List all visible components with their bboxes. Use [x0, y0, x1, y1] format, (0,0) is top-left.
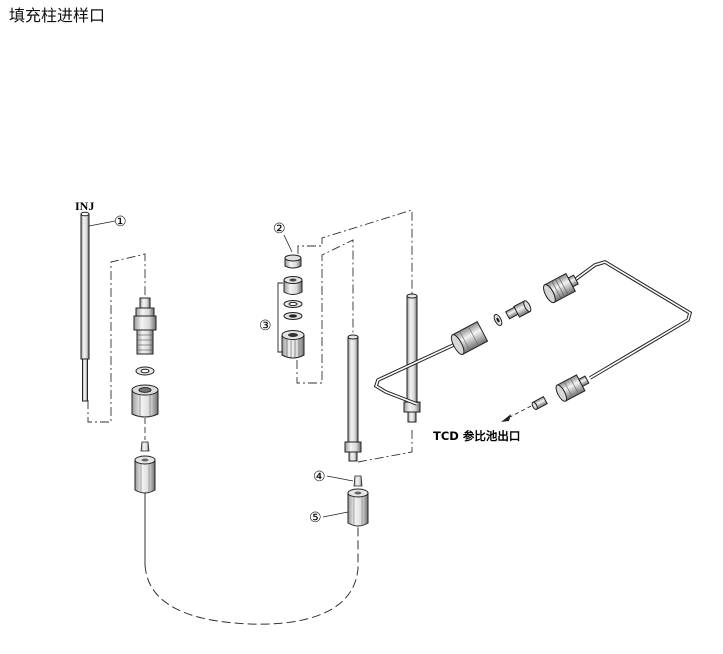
- tcd-outlet-label: TCD 参比池出口: [433, 429, 520, 443]
- outlet-tubing: [373, 260, 693, 406]
- washer-part: [135, 366, 155, 376]
- outlet-arrow-icon: [501, 414, 511, 422]
- ferrule-part: [140, 441, 150, 452]
- leader-line: [283, 234, 293, 253]
- page-title: 填充柱进样口: [9, 6, 106, 25]
- injection-port-body-part: [344, 334, 362, 462]
- ferrule-part: [353, 475, 363, 487]
- injector-insert-part: [80, 211, 90, 402]
- tcd-inlet-nut-part: [450, 300, 532, 355]
- leader-line: [326, 475, 354, 482]
- tcd-top-nut-part: [543, 272, 579, 304]
- alignment-line: [357, 430, 413, 463]
- tcd-outlet-nut-part: [531, 374, 590, 411]
- callout-2: ②: [273, 222, 286, 237]
- group-bracket: [277, 282, 283, 353]
- inlet-fitting-part: [133, 297, 157, 355]
- column-end-nut-part: [134, 455, 156, 494]
- column-coil-path: [144, 526, 359, 625]
- callout-3: ③: [259, 319, 272, 334]
- callout-5: ⑤: [309, 511, 322, 526]
- inj-label: INJ: [75, 199, 94, 213]
- leader-line: [322, 511, 349, 518]
- callout-1: ①: [114, 215, 127, 230]
- alignment-line: [87, 253, 146, 423]
- leader-line: [88, 220, 116, 227]
- alignment-line: [297, 209, 413, 295]
- callout-4: ④: [313, 470, 326, 485]
- column-end-nut-part: [347, 488, 369, 527]
- nut-part: [131, 384, 159, 418]
- outlet-flow-line: [507, 405, 532, 419]
- septum-cap-part: [284, 254, 302, 269]
- septum-stack-part: [281, 276, 305, 359]
- alignment-line: [296, 239, 354, 384]
